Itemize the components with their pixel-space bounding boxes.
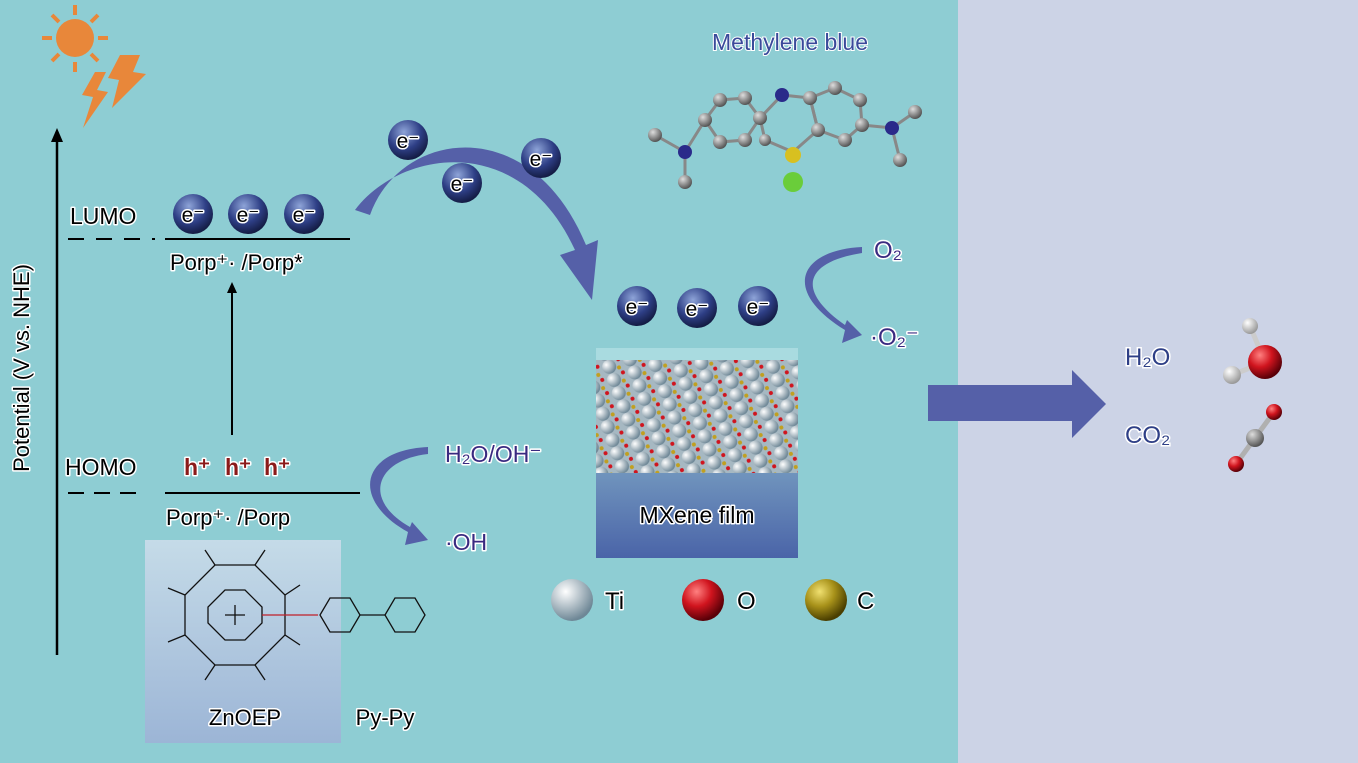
legend-ti: Ti	[605, 588, 624, 615]
znoep-label: ZnOEP	[209, 705, 281, 730]
atom-legend: Ti O C	[551, 579, 876, 621]
electron-sphere	[738, 286, 778, 326]
electron-sphere	[388, 120, 428, 160]
electron-sphere	[228, 194, 268, 234]
co2-molecule-icon	[1228, 404, 1282, 472]
homo-holes: h⁺ h⁺ h⁺	[183, 453, 292, 482]
hydroxyl-label: ·OH	[445, 529, 487, 555]
axis-arrowhead	[51, 128, 63, 142]
electron-sphere	[442, 163, 482, 203]
electron-label: e⁻	[293, 204, 316, 227]
hole-label: h⁺	[264, 454, 290, 480]
lumo-electrons: e⁻ e⁻ e⁻	[173, 194, 324, 234]
o2-label: O₂	[874, 237, 902, 264]
excitation-arrowhead	[227, 282, 237, 293]
c-sphere-icon	[805, 579, 847, 621]
water-molecule-icon	[1223, 318, 1282, 384]
mxene-film: MXene film	[596, 348, 798, 558]
electron-label: e⁻	[530, 148, 553, 171]
electron-label: e⁻	[686, 298, 709, 321]
transfer-electrons: e⁻ e⁻ e⁻	[388, 120, 561, 203]
co2-label: CO₂	[1125, 422, 1170, 449]
electron-transfer-arrow	[355, 147, 598, 300]
pypy-label: Py-Py	[356, 705, 415, 730]
methylene-blue-molecule	[648, 81, 922, 192]
mxene-label: MXene film	[639, 502, 754, 528]
electron-label: e⁻	[182, 204, 205, 227]
lumo-label: LUMO	[70, 203, 136, 229]
legend-o: O	[737, 588, 756, 615]
homo-label: HOMO	[65, 454, 137, 480]
electron-sphere	[617, 286, 657, 326]
electron-label: e⁻	[626, 296, 649, 319]
degradation-arrow	[928, 370, 1106, 438]
electron-label: e⁻	[397, 130, 420, 153]
electron-sphere	[521, 138, 561, 178]
lumo-couple: Porp⁺· /Porp*	[170, 250, 303, 275]
water-hydroxide-label: H₂O/OH⁻	[445, 441, 541, 467]
ti-sphere-icon	[551, 579, 593, 621]
electron-sphere	[173, 194, 213, 234]
water-label: H₂O	[1125, 344, 1170, 371]
superoxide-label: ·O₂⁻	[870, 324, 919, 351]
oh-oxidation-arrow	[370, 447, 428, 545]
hole-label: h⁺	[184, 454, 210, 480]
electron-sphere	[284, 194, 324, 234]
lightning-icon	[82, 72, 108, 128]
legend-c: C	[857, 588, 874, 615]
lightning-icon	[108, 55, 146, 108]
o-sphere-icon	[682, 579, 724, 621]
hole-label: h⁺	[225, 454, 251, 480]
methylene-blue-label: Methylene blue	[712, 29, 868, 55]
o2-reduction-arrow	[804, 247, 862, 343]
electron-sphere	[677, 288, 717, 328]
electron-label: e⁻	[237, 204, 260, 227]
sun-icon	[42, 5, 108, 72]
homo-couple: Porp⁺· /Porp	[166, 505, 290, 530]
product-panel	[958, 0, 1358, 763]
axis-label: Potential (V vs. NHE)	[9, 264, 34, 472]
electron-label: e⁻	[451, 173, 474, 196]
mxene-atomic-surface	[596, 360, 798, 473]
electron-label: e⁻	[747, 296, 770, 319]
mxene-electrons: e⁻ e⁻ e⁻	[617, 286, 778, 328]
znoep-structure	[167, 549, 426, 681]
znoep-panel	[145, 540, 341, 743]
